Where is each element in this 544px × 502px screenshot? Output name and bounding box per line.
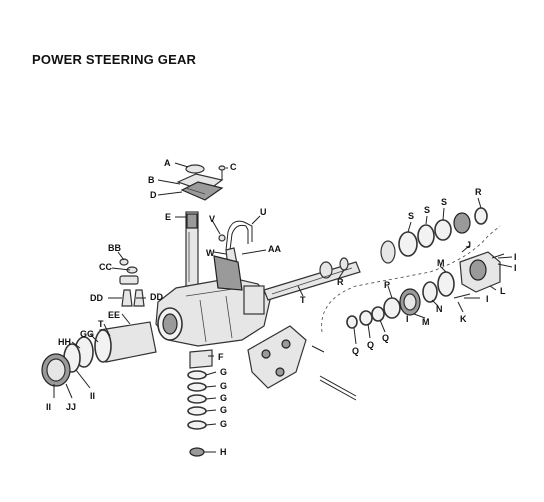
callout-i-3: I — [486, 294, 489, 304]
callout-d: D — [150, 190, 157, 200]
callout-i-4: I — [406, 314, 409, 324]
callout-ee: EE — [108, 310, 120, 320]
callout-b: B — [148, 175, 155, 185]
return-line — [321, 225, 501, 333]
top-cover-assembly — [176, 164, 226, 201]
callout-s-3: S — [441, 197, 447, 207]
end-cap-assembly — [41, 321, 157, 387]
mounting-bracket — [247, 325, 357, 401]
callout-t-1: T — [300, 295, 306, 305]
callout-h: H — [220, 447, 227, 457]
callout-m-1: M — [437, 258, 445, 268]
callout-g-1: G — [220, 367, 227, 377]
gear-housing — [155, 255, 271, 347]
callout-j: J — [466, 240, 471, 250]
callout-g-3: G — [220, 393, 227, 403]
callout-p: P — [384, 280, 390, 290]
callout-t-2: T — [98, 319, 104, 329]
callout-labels: A B C D E F G G G G G H I I I I J K L M … — [46, 158, 517, 457]
callout-w: W — [206, 248, 215, 258]
callout-s-2: S — [424, 205, 430, 215]
callout-v: V — [209, 214, 215, 224]
callout-i-1: I — [514, 252, 517, 262]
callout-q-2: Q — [367, 340, 374, 350]
callout-q-3: Q — [382, 333, 389, 343]
callout-k: K — [460, 314, 467, 324]
callout-dd-2: DD — [150, 292, 163, 302]
callout-r-1: R — [337, 277, 344, 287]
callout-r-2: R — [475, 187, 482, 197]
right-end-housing — [453, 251, 505, 299]
callout-c: C — [230, 162, 237, 172]
callout-a: A — [164, 158, 171, 168]
callout-f: F — [218, 352, 224, 362]
callout-g-5: G — [220, 419, 227, 429]
callout-n: N — [436, 304, 443, 314]
sector-shaft — [185, 211, 199, 287]
callout-hh: HH — [58, 337, 71, 347]
worm-shaft — [263, 257, 361, 301]
callout-gg: GG — [80, 329, 94, 339]
callout-s-1: S — [408, 211, 414, 221]
callout-bb: BB — [108, 243, 121, 253]
callout-aa: AA — [268, 244, 281, 254]
valve-rings — [380, 207, 488, 264]
callout-cc: CC — [99, 262, 112, 272]
callout-u: U — [260, 207, 267, 217]
callout-q-1: Q — [352, 346, 359, 356]
callout-g-2: G — [220, 381, 227, 391]
lower-seal-stack — [187, 349, 213, 457]
leader-lines — [53, 162, 513, 453]
callout-ii-2: II — [90, 391, 95, 401]
pivot-parts — [119, 258, 145, 307]
callout-dd-1: DD — [90, 293, 103, 303]
callout-e: E — [165, 212, 171, 222]
page-title: POWER STEERING GEAR — [32, 52, 197, 67]
callout-l: L — [500, 286, 506, 296]
piston-rings — [346, 271, 455, 329]
callout-jj: JJ — [66, 402, 76, 412]
callout-g-4: G — [220, 405, 227, 415]
callout-ii-1: II — [46, 402, 51, 412]
callout-m-2: M — [422, 317, 430, 327]
callout-i-2: I — [514, 263, 517, 273]
